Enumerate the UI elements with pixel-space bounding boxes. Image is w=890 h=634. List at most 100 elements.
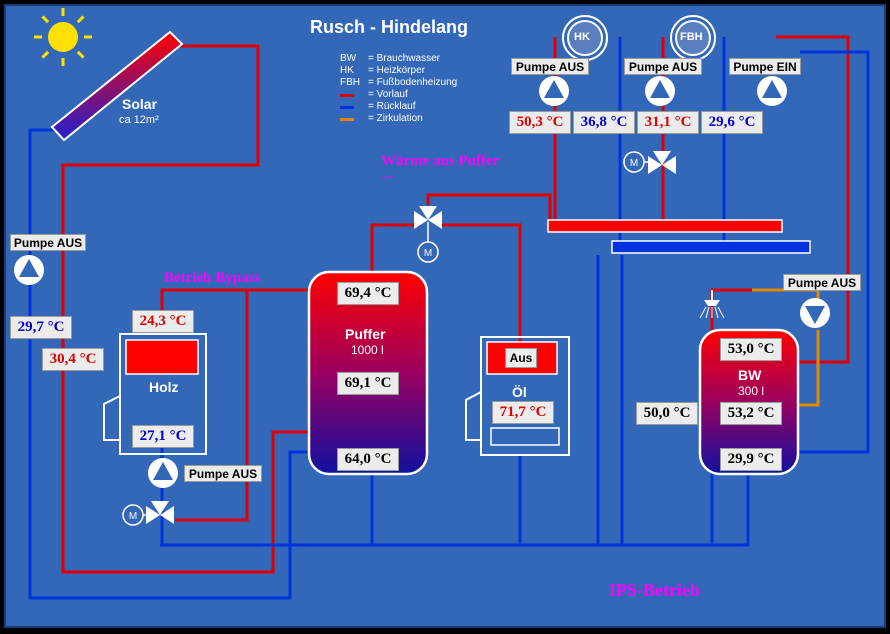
zirkulation-swatch bbox=[340, 118, 354, 121]
oel-boiler bbox=[465, 336, 570, 456]
bw-mid-temp: 53,2 °C bbox=[720, 402, 782, 425]
motor-ring bbox=[623, 151, 645, 173]
valve-left bbox=[146, 506, 160, 524]
bw-pump-icon bbox=[800, 298, 830, 328]
pump-arrow bbox=[805, 306, 825, 324]
solar-pump-status: Pumpe AUS bbox=[10, 234, 86, 251]
hk-ruecklauf-temp: 36,8 °C bbox=[573, 111, 635, 134]
sun-ray bbox=[41, 15, 50, 24]
valve-top bbox=[151, 501, 169, 515]
waerme-aus-puffer-subtext: ---- bbox=[381, 172, 395, 183]
hk-vorlauf-temp: 50,3 °C bbox=[509, 111, 571, 134]
valve-top bbox=[653, 151, 671, 165]
fbh-vorlauf-temp: 31,1 °C bbox=[637, 111, 699, 134]
solar-pump-icon bbox=[14, 255, 44, 285]
holz-valve-motor-icon: M bbox=[122, 504, 144, 526]
legend-row-ruecklauf: = Rücklauf bbox=[340, 101, 416, 112]
sun-ray bbox=[76, 15, 85, 24]
puffer-valve-motor-icon: M bbox=[417, 241, 439, 263]
pipe-segment bbox=[426, 193, 552, 228]
shower-jet bbox=[717, 306, 725, 319]
bw-zirkulation-temp: 50,0 °C bbox=[636, 402, 698, 425]
bypass-message: Betrieb Bypass bbox=[164, 270, 261, 286]
puffer-label: Puffer bbox=[345, 326, 386, 342]
holz-boiler bbox=[103, 333, 207, 455]
shower-jet bbox=[714, 306, 719, 319]
pump-arrow bbox=[762, 80, 782, 98]
shower-jet bbox=[699, 306, 707, 319]
puffer-mid-temp: 69,1 °C bbox=[337, 372, 399, 395]
supply-header bbox=[547, 219, 783, 233]
valve-right bbox=[428, 211, 442, 229]
hk-circuit-label: HK bbox=[574, 31, 590, 43]
pump-arrow bbox=[153, 462, 173, 480]
page-title: Rusch - Hindelang bbox=[310, 17, 469, 37]
puffer-top-temp: 69,4 °C bbox=[337, 282, 399, 305]
solar-label: Solar bbox=[122, 96, 158, 112]
operating-mode: IPS-Betrieb bbox=[609, 580, 700, 600]
hk-pump-status: Pumpe AUS bbox=[511, 58, 589, 75]
oel-boiler-body bbox=[480, 336, 570, 456]
bw-top-temp: 53,0 °C bbox=[720, 338, 782, 361]
zirkulation-pump-status: Pumpe EIN bbox=[729, 58, 801, 75]
shower-head bbox=[704, 300, 720, 306]
puffer-bottom-temp: 64,0 °C bbox=[337, 448, 399, 471]
hk-pump-icon bbox=[539, 76, 569, 106]
solar-area: ca 12m² bbox=[119, 114, 159, 126]
pipe-segment bbox=[795, 330, 820, 407]
shower-jet bbox=[705, 306, 710, 319]
hk-mixing-valve-icon bbox=[648, 151, 676, 174]
hk-valve-motor-icon: M bbox=[623, 151, 645, 173]
circuit-badge bbox=[675, 20, 711, 56]
pump-arrow bbox=[544, 80, 564, 98]
solar-collector bbox=[50, 30, 184, 142]
pipe-segment bbox=[795, 50, 870, 454]
sun-disc bbox=[48, 22, 78, 52]
holz-vorlauf-temp: 24,3 °C bbox=[132, 310, 194, 333]
oel-label: Öl bbox=[512, 384, 527, 400]
valve-top bbox=[419, 206, 437, 220]
bw-pump-status: Pumpe AUS bbox=[783, 274, 861, 291]
motor-ring bbox=[417, 241, 439, 263]
valve-left bbox=[648, 156, 662, 174]
sun-ray bbox=[76, 50, 85, 59]
pipe-segment bbox=[175, 290, 249, 522]
solar-ruecklauf-temp: 29,7 °C bbox=[10, 316, 72, 339]
puffer-mixing-valve-icon bbox=[414, 206, 442, 229]
pipe-segment bbox=[776, 35, 850, 364]
oel-temp: 71,7 °C bbox=[492, 401, 554, 424]
motor-letter: M bbox=[424, 248, 432, 259]
solar-vorlauf-temp: 30,4 °C bbox=[42, 348, 104, 371]
waerme-aus-puffer-message: Wärme aus Puffer bbox=[381, 153, 500, 169]
valve-left bbox=[414, 211, 428, 229]
valve-right bbox=[662, 156, 676, 174]
oel-status: Aus bbox=[505, 348, 537, 368]
motor-letter: M bbox=[129, 511, 137, 522]
return-header bbox=[611, 240, 811, 254]
holz-door bbox=[103, 395, 121, 441]
bw-label: BW bbox=[738, 367, 762, 383]
fbh-pump-status: Pumpe AUS bbox=[624, 58, 702, 75]
legend-row-hk: HK= Heizkörper bbox=[340, 65, 425, 76]
holz-fire-indicator bbox=[125, 339, 199, 375]
puffer-volume: 1000 l bbox=[351, 343, 384, 357]
pipe-segment bbox=[370, 223, 420, 272]
motor-letter: M bbox=[630, 158, 638, 169]
zirkulation-pump-icon bbox=[757, 76, 787, 106]
bw-volume: 300 l bbox=[738, 384, 765, 398]
valve-right bbox=[160, 506, 174, 524]
vorlauf-swatch bbox=[340, 94, 354, 97]
sun-ray bbox=[41, 50, 50, 59]
pipe-segment bbox=[160, 470, 750, 547]
legend-row-zirkulation: = Zirkulation bbox=[340, 113, 423, 124]
circuit-badge bbox=[567, 20, 603, 56]
legend-row-bw: BW= Brauchwasser bbox=[340, 53, 440, 64]
holz-ruecklauf-temp: 27,1 °C bbox=[132, 425, 194, 448]
ruecklauf-swatch bbox=[340, 106, 354, 109]
holz-pump-icon bbox=[148, 458, 178, 488]
legend-row-vorlauf: = Vorlauf bbox=[340, 89, 408, 100]
holz-mixing-valve-icon bbox=[146, 501, 174, 524]
oel-door bbox=[490, 427, 560, 446]
fbh-circuit-label: FBH bbox=[680, 31, 703, 43]
